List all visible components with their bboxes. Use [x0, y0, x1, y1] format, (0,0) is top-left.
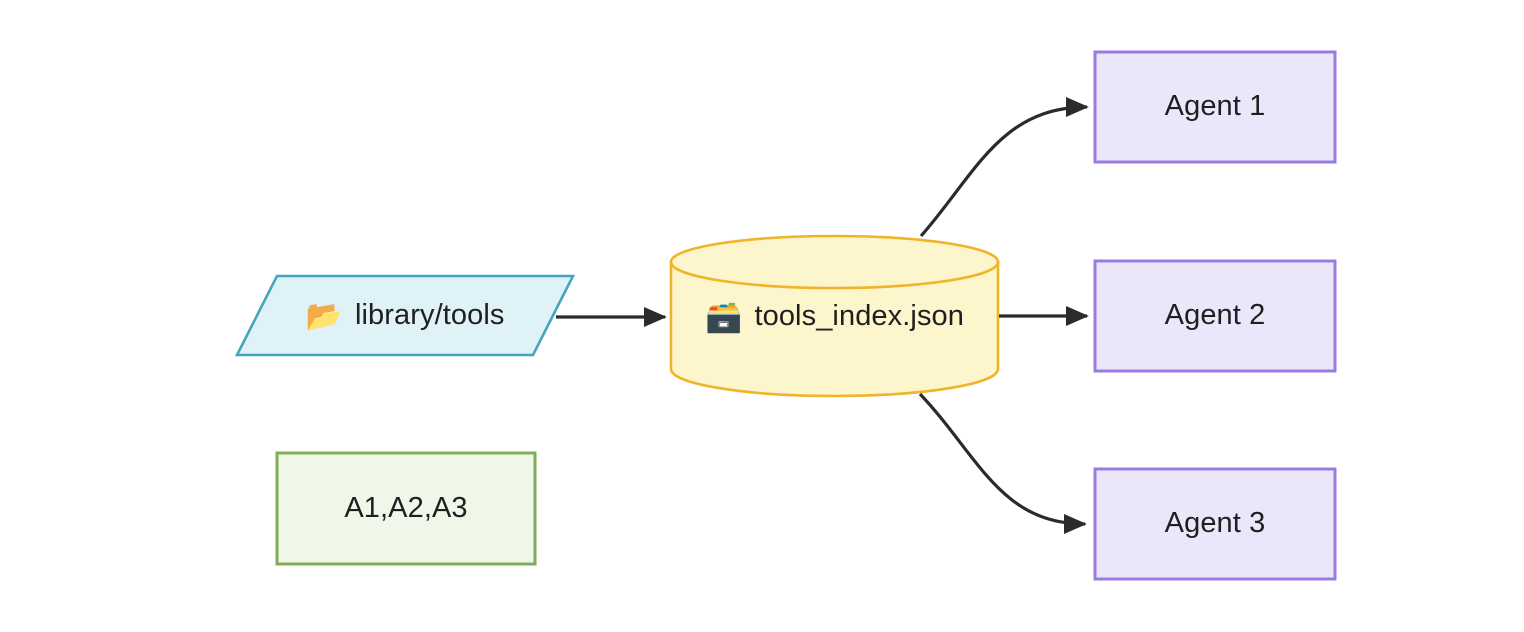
- node-agentlist-shape[interactable]: [275, 451, 537, 566]
- node-agent3-shape[interactable]: [1093, 467, 1337, 581]
- node-agent1-shape[interactable]: [1093, 50, 1337, 164]
- node-agentlist-hit[interactable]: [277, 453, 535, 564]
- node-agent2-hit[interactable]: [1095, 261, 1335, 371]
- node-index-hit[interactable]: [671, 236, 998, 396]
- node-index-shape[interactable]: [669, 234, 1000, 398]
- edge-index-to-agent1: [919, 96, 1089, 238]
- node-source-shape[interactable]: [234, 274, 576, 357]
- node-source-hit[interactable]: [237, 276, 573, 355]
- node-agent1-hit[interactable]: [1095, 52, 1335, 162]
- node-agent2-shape[interactable]: [1093, 259, 1337, 373]
- edge-index-to-agent3: [918, 392, 1087, 535]
- node-agent3-hit[interactable]: [1095, 469, 1335, 579]
